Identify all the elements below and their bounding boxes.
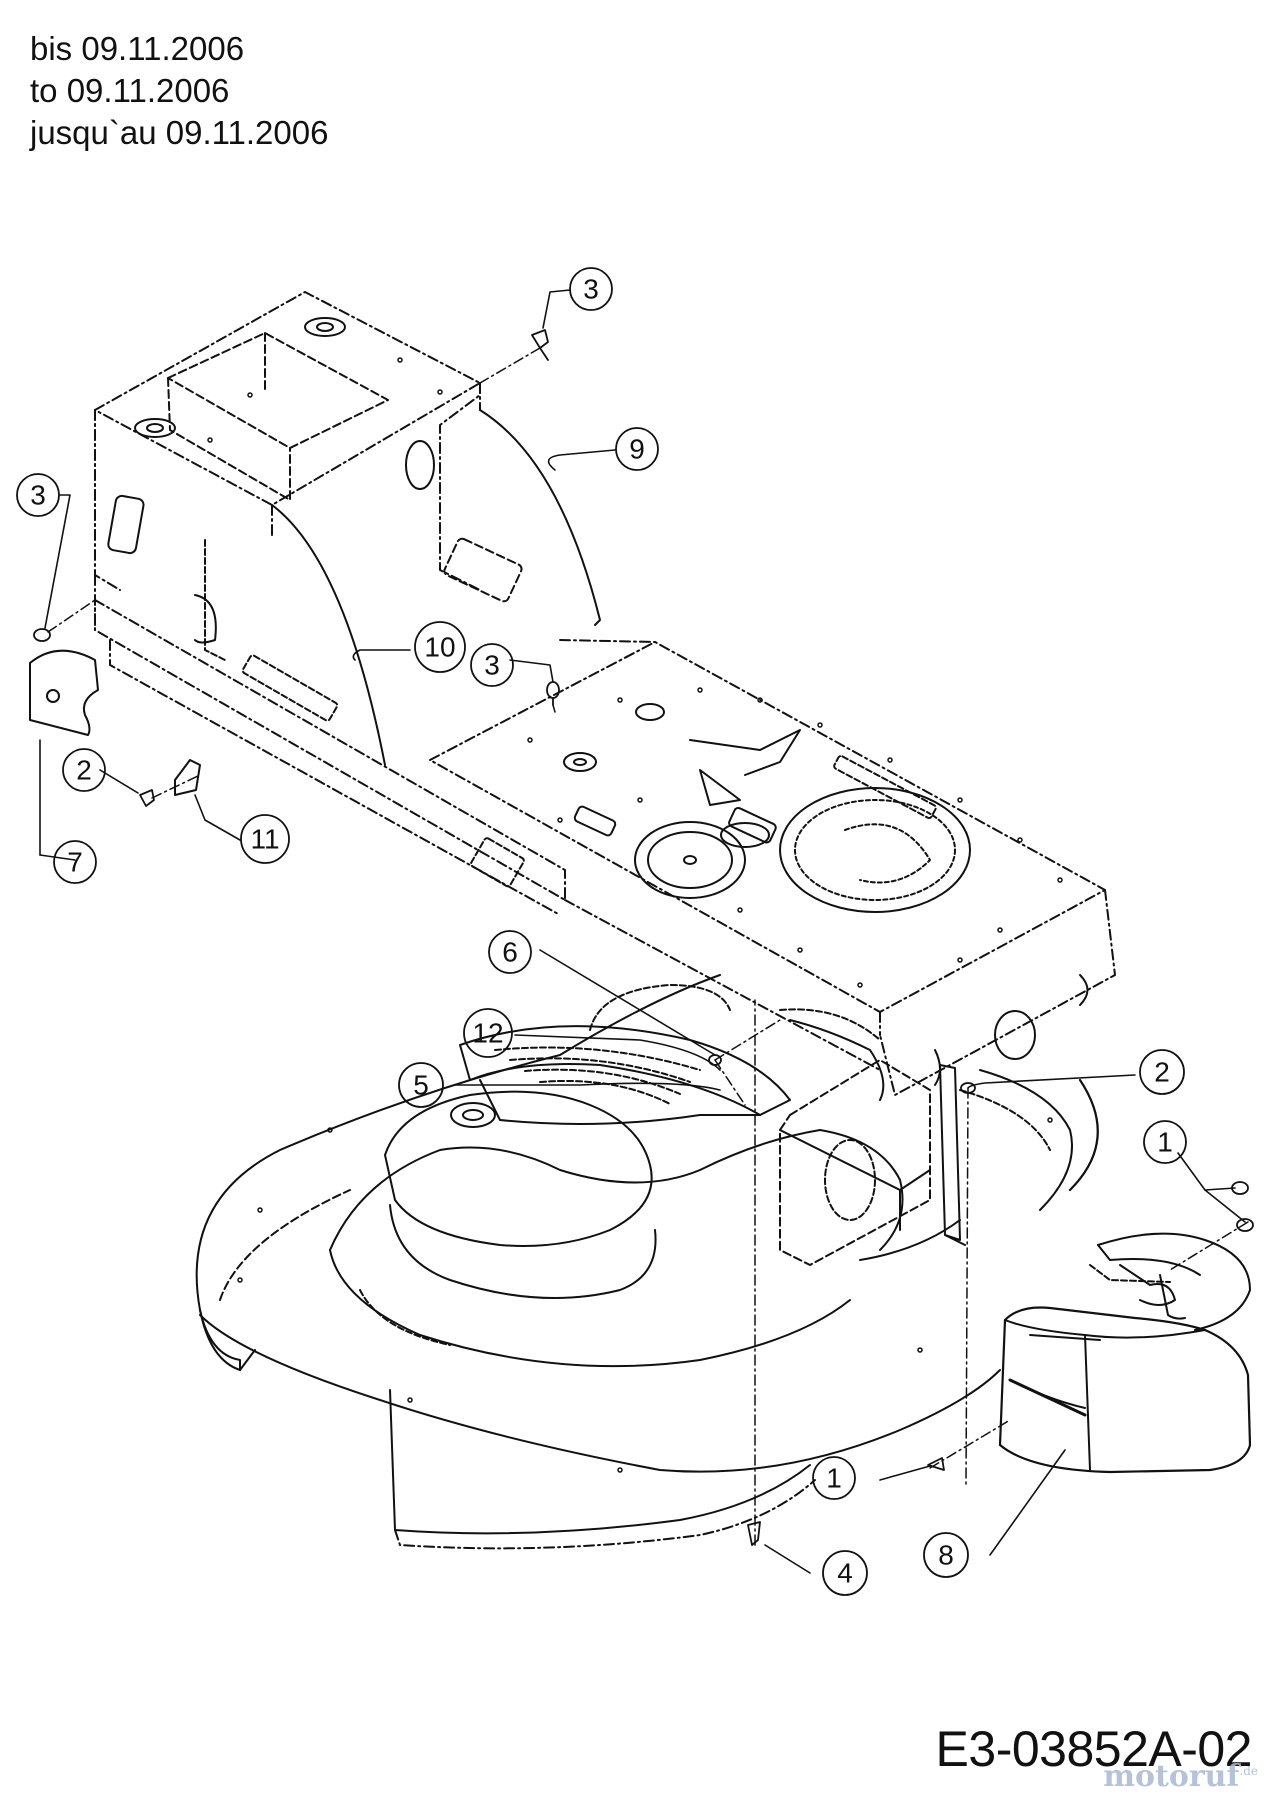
callout-3-top: 3 — [569, 267, 613, 311]
svg-text:2: 2 — [76, 755, 92, 786]
mower-deck — [195, 974, 1099, 1550]
callout-7: 7 — [53, 840, 97, 884]
callout-6: 6 — [488, 930, 532, 974]
leader-lines — [39, 289, 1246, 1574]
part-11-clip — [174, 759, 201, 796]
svg-text:8: 8 — [938, 1540, 954, 1571]
fasteners — [33, 329, 1254, 1546]
validity-line-de: bis 09.11.2006 — [30, 30, 245, 67]
callout-11: 11 — [240, 814, 290, 864]
part-10-outline — [271, 504, 386, 766]
assembly-lines — [47, 347, 1249, 1546]
svg-text:11: 11 — [250, 824, 279, 855]
svg-text:1: 1 — [1157, 1127, 1173, 1158]
part-9-outline — [479, 409, 601, 626]
svg-text:10: 10 — [424, 632, 455, 663]
watermark-suffix: .de — [1239, 1764, 1258, 1778]
validity-line-en: to 09.11.2006 — [30, 72, 230, 109]
callout-1-bottom: 1 — [812, 1456, 856, 1500]
callout-12: 12 — [463, 1008, 513, 1058]
callout-1-right: 1 — [1143, 1120, 1187, 1164]
callout-3-middle: 3 — [470, 643, 514, 687]
svg-text:3: 3 — [484, 650, 500, 681]
callout-10: 10 — [414, 621, 466, 673]
validity-line-fr: jusqu`au 09.11.2006 — [30, 114, 329, 151]
svg-text:7: 7 — [67, 847, 83, 878]
svg-text:5: 5 — [413, 1070, 429, 1101]
part-8-discharge-chute — [998, 1232, 1252, 1474]
drawing-code: E3-03852A-02 — [935, 1721, 1253, 1777]
validity-note: bis 09.11.2006 to 09.11.2006 jusqu`au 09… — [30, 28, 328, 154]
frame-assembly — [94, 291, 1116, 1096]
watermark-logo: motoruf.de — [1103, 1759, 1258, 1794]
part-7-guard — [29, 649, 99, 736]
watermark-name: motoruf — [1103, 1759, 1240, 1794]
svg-text:6: 6 — [502, 937, 518, 968]
svg-text:1: 1 — [826, 1463, 842, 1494]
callouts: 3 3 9 10 3 2 11 7 6 12 5 — [16, 267, 1187, 1596]
svg-text:12: 12 — [472, 1018, 503, 1049]
svg-text:9: 9 — [629, 434, 645, 465]
callout-2-left: 2 — [62, 748, 106, 792]
svg-text:2: 2 — [1154, 1057, 1170, 1088]
svg-text:3: 3 — [30, 480, 46, 511]
callout-5: 5 — [398, 1062, 444, 1108]
svg-text:4: 4 — [837, 1558, 853, 1589]
rear-bracket — [779, 1059, 966, 1266]
callout-2-right: 2 — [1139, 1049, 1185, 1095]
callout-9: 9 — [615, 427, 659, 471]
callout-3-left: 3 — [16, 473, 60, 517]
svg-text:3: 3 — [583, 274, 599, 305]
callout-4: 4 — [822, 1550, 868, 1596]
callout-8: 8 — [923, 1532, 969, 1578]
